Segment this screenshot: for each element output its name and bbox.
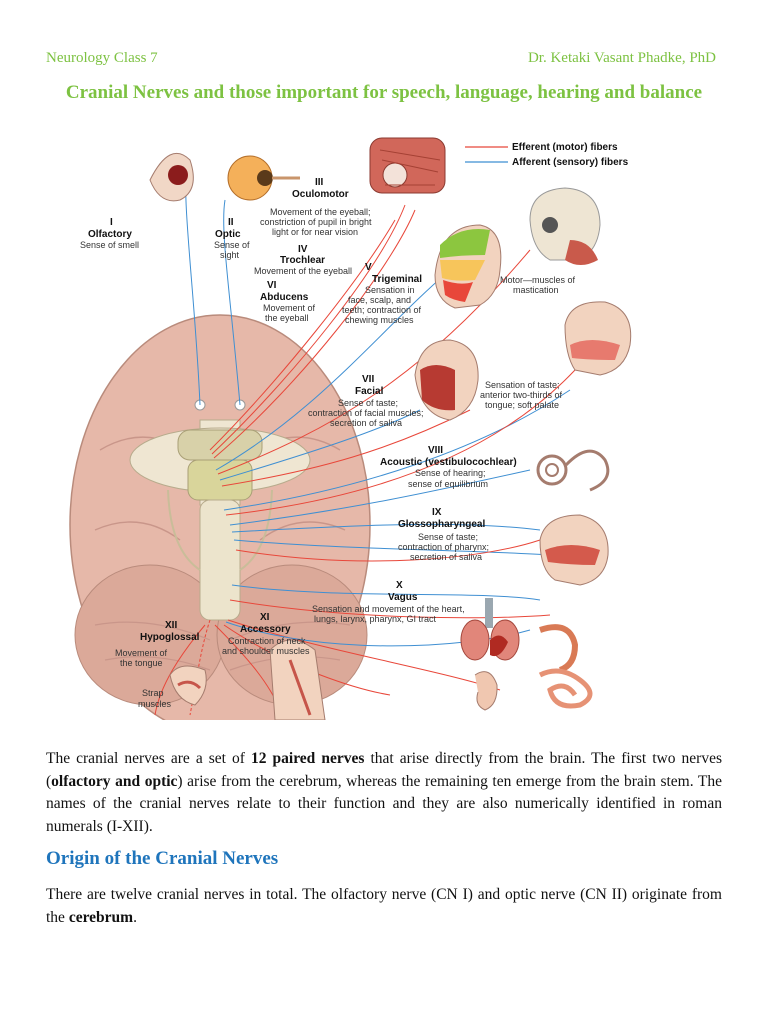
intro-paragraph: The cranial nerves are a set of 12 paire… [46, 750, 722, 835]
nerve-vi-name: Abducens [260, 292, 309, 303]
cerebrum-bold: cerebrum [68, 908, 134, 926]
nerve-xi-desc1: Contraction of neck [228, 636, 306, 646]
nerve-vii-name: Facial [355, 386, 384, 397]
nerve-v-name: Trigeminal [372, 274, 422, 285]
nerve-xii-strap2: muscles [138, 699, 172, 709]
nerve-ix-desc1: Sense of taste; [418, 532, 478, 542]
nerve-vi-number: VI [267, 280, 277, 291]
nerve-viii-desc2: sense of equilibrium [408, 479, 488, 489]
nerve-xi-number: XI [260, 612, 270, 623]
nerve-iii-desc3: light or for near vision [272, 227, 358, 237]
heart-lungs-illustration [460, 598, 520, 661]
section-heading: Origin of the Cranial Nerves [46, 848, 279, 869]
nerve-vii-desc3: secretion of saliva [330, 418, 402, 428]
eye-olfactory-illustration [149, 152, 194, 202]
inner-ear-illustration [536, 449, 610, 492]
nerve-v-motor1: Motor—muscles of [500, 275, 576, 285]
nerve-iii-desc2: constriction of pupil in bright [260, 217, 372, 227]
nerve-viii-desc1: Sense of hearing; [415, 468, 486, 478]
brain-illustration [69, 314, 371, 720]
nerve-xi-desc2: and shoulder muscles [222, 646, 310, 656]
skull-illustration [529, 187, 601, 265]
nerve-i-number: I [110, 217, 113, 228]
origin-paragraph: There are twelve cranial nerves in total… [46, 886, 722, 926]
afferent-legend-label: Afferent (sensory) fibers [512, 157, 629, 168]
gi-tract-illustration [538, 624, 593, 709]
twelve-paired-nerves-bold: 12 paired nerves [250, 750, 365, 767]
nerve-iv-number: IV [298, 244, 308, 255]
nerve-xii-name: Hypoglossal [140, 632, 200, 643]
nerve-viii-number: VIII [428, 445, 443, 456]
nerve-iii-desc1: Movement of the eyeball; [270, 207, 371, 217]
page-title: Cranial Nerves and those important for s… [65, 82, 703, 103]
nerve-ix-number: IX [432, 507, 442, 518]
nerve-iii-number: III [315, 177, 324, 188]
nerve-xii-number: XII [165, 620, 177, 631]
nerve-x-desc2: lungs, larynx, pharynx, GI tract [314, 614, 437, 624]
nerve-xii-desc2: the tongue [120, 658, 163, 668]
nerve-x-desc1: Sensation and movement of the heart, [312, 604, 465, 614]
cranial-nerves-illustration: Efferent (motor) fibers Afferent (sensor… [60, 130, 720, 720]
nerve-xii-desc1: Movement of [115, 648, 168, 658]
nerve-vii-desc2: contraction of facial muscles; [308, 408, 424, 418]
eye-muscle-illustration [369, 137, 446, 194]
header-course: Neurology Class 7 [46, 50, 158, 66]
nerve-x-number: X [396, 580, 403, 591]
eyeball-illustration [227, 155, 300, 201]
nerve-x-name: Vagus [388, 592, 418, 603]
pharynx-illustration [539, 514, 609, 586]
header-author: Dr. Ketaki Vasant Phadke, PhD [527, 50, 716, 66]
nerve-v-motor2: mastication [513, 285, 559, 295]
cranial-nerves-diagram: Efferent (motor) fibers Afferent (sensor… [69, 137, 632, 720]
nerve-xii-strap1: Strap [142, 688, 164, 698]
neck-illustration [269, 639, 326, 720]
nerve-vii-number: VII [362, 374, 374, 385]
nerve-ii-desc2: sight [220, 250, 240, 260]
nerve-iii-name: Oculomotor [292, 189, 349, 200]
nerve-i-name: Olfactory [88, 229, 132, 240]
nerve-ii-number: II [228, 217, 234, 228]
ear-organ-illustration [474, 671, 498, 711]
nerve-xi-name: Accessory [240, 624, 291, 635]
nerve-ix-desc2: contraction of pharynx; [398, 542, 489, 552]
nerve-viii-name: Acoustic (vestibulocochlear) [380, 457, 517, 468]
nerve-vii-desc1: Sense of taste; [338, 398, 398, 408]
nerve-iv-name: Trochlear [280, 255, 325, 266]
nerve-vii-taste3: tongue; soft palate [485, 400, 559, 410]
nerve-vii-taste2: anterior two-thirds of [480, 390, 563, 400]
nerve-vii-taste1: Sensation of taste; [485, 380, 560, 390]
mouth-tongue-illustration [564, 301, 632, 376]
nerve-ix-name: Glossopharyngeal [398, 519, 485, 530]
nerve-ii-name: Optic [215, 229, 241, 240]
nerve-v-desc1: Sensation in [365, 285, 415, 295]
nerve-vi-desc2: the eyeball [265, 313, 309, 323]
facial-muscles-illustration [414, 339, 479, 421]
nerve-ix-desc3: secretion of saliva [410, 552, 482, 562]
nerve-v-desc3: teeth; contraction of [342, 305, 422, 315]
nerve-i-desc: Sense of smell [80, 240, 139, 250]
nerve-vi-desc1: Movement of [263, 303, 316, 313]
nerve-ii-desc1: Sense of [214, 240, 250, 250]
nerve-v-desc4: chewing muscles [345, 315, 414, 325]
nerve-v-desc2: face, scalp, and [348, 295, 411, 305]
trigeminal-face-illustration [434, 224, 502, 309]
nerve-iv-desc: Movement of the eyeball [254, 266, 352, 276]
olfactory-optic-bold: olfactory and optic [51, 772, 178, 790]
tongue-illustration [169, 665, 207, 706]
efferent-legend-label: Efferent (motor) fibers [512, 142, 618, 153]
nerve-v-number: V [365, 262, 372, 273]
